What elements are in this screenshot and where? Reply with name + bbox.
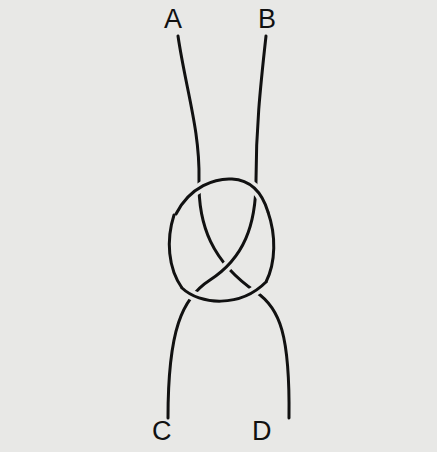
end-label: B	[258, 6, 276, 33]
rope-strand	[168, 36, 266, 418]
loop-side	[169, 215, 182, 288]
loop-arc	[182, 282, 266, 301]
end-label: C	[152, 418, 172, 445]
rope-strand	[178, 36, 289, 418]
loop-arc	[176, 179, 268, 214]
loop-side	[266, 212, 274, 282]
end-label: D	[252, 418, 272, 445]
end-label: A	[164, 6, 182, 33]
